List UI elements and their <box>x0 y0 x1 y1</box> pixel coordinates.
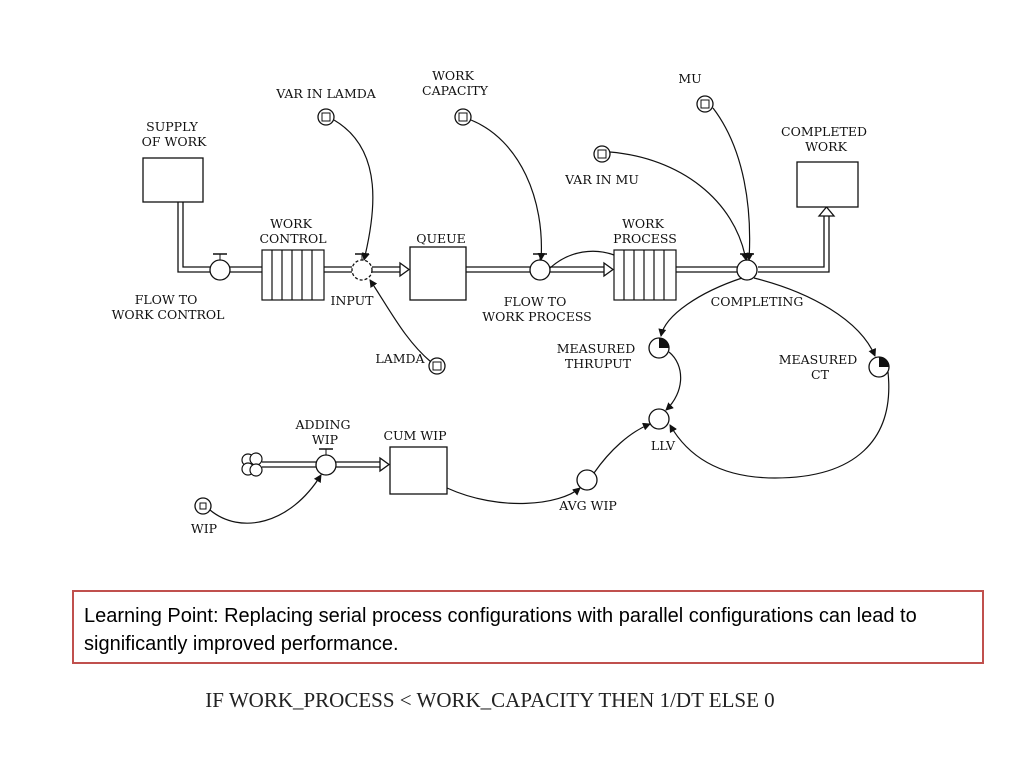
learning-point-box: Learning Point: Replacing serial process… <box>72 590 984 664</box>
flow-to-work-process-label: FLOW TO WORK PROCESS <box>482 294 592 324</box>
measured-ct-label: MEASURED CT <box>779 352 862 382</box>
work-process-conveyor <box>613 249 677 301</box>
var-in-lamda-label: VAR IN LAMDA <box>275 86 377 101</box>
var-in-mu-converter <box>593 145 611 163</box>
work-process-label: WORK PROCESS <box>613 216 677 246</box>
connectors <box>209 107 890 524</box>
work-capacity-converter <box>454 108 472 126</box>
supply-of-work-stock <box>142 157 204 203</box>
completing-label: COMPLETING <box>711 294 804 309</box>
llv-converter <box>648 408 670 430</box>
completed-work-stock <box>796 161 859 208</box>
avg-wip-label: AVG WIP <box>558 498 617 513</box>
var-in-mu-label: VAR IN MU <box>564 172 639 187</box>
input-valve <box>351 253 373 281</box>
input-label: INPUT <box>331 293 375 308</box>
completed-work-label: COMPLETED WORK <box>781 124 871 154</box>
flow-to-work-process-valve <box>529 253 551 281</box>
adding-wip-valve <box>315 448 337 476</box>
mu-converter <box>696 95 714 113</box>
mu-label: MU <box>678 71 701 86</box>
measured-thruput-label: MEASURED THRUPUT <box>557 341 640 371</box>
supply-of-work-label: SUPPLY OF WORK <box>142 119 207 149</box>
work-control-conveyor <box>261 249 325 301</box>
queue-stock <box>409 246 467 301</box>
flow-to-work-control-valve <box>209 253 231 281</box>
work-control-label: WORK CONTROL <box>259 216 326 246</box>
learning-point-text: Learning Point: Replacing serial process… <box>84 605 917 655</box>
lamda-label: LAMDA <box>375 351 425 366</box>
lamda-converter <box>428 357 446 375</box>
adding-wip-label: ADDING WIP <box>295 417 355 447</box>
wip-converter <box>194 497 212 515</box>
var-in-lamda-converter <box>317 108 335 126</box>
completing-valve <box>736 253 758 281</box>
cum-wip-label: CUM WIP <box>383 428 446 443</box>
avg-wip-converter <box>576 469 598 491</box>
flow-to-work-control-label: FLOW TO WORK CONTROL <box>112 292 225 322</box>
cloud-source-icon <box>241 452 263 477</box>
llv-label: LLV <box>651 438 676 453</box>
cum-wip-stock <box>389 446 448 495</box>
flow-pipes <box>177 202 836 473</box>
formula-text: IF WORK_PROCESS < WORK_CAPACITY THEN 1/D… <box>205 688 775 712</box>
work-capacity-label: WORK CAPACITY <box>422 68 489 98</box>
measured-ct-converter <box>868 356 890 378</box>
wip-label: WIP <box>191 521 217 536</box>
queue-label: QUEUE <box>416 231 466 246</box>
measured-thruput-converter <box>648 337 670 359</box>
